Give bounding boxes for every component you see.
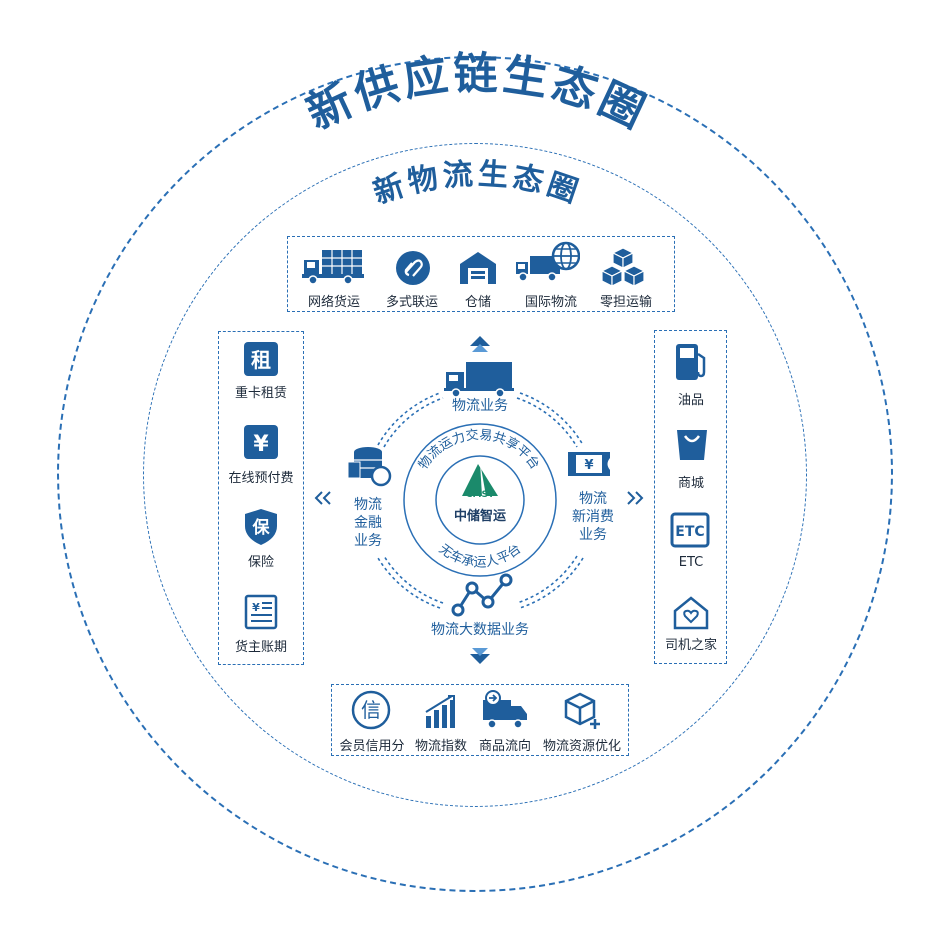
left-service-label: 货主账期 [234, 640, 288, 655]
cubes-icon [600, 247, 646, 287]
chevron-left-icon [314, 491, 331, 505]
core-label-left-2: 金融 [354, 515, 382, 531]
left-services-box [218, 331, 304, 665]
connector-arc [516, 397, 578, 448]
svg-text:ETC: ETC [675, 524, 704, 540]
core-label-top: 物流业务 [452, 398, 508, 414]
connector-arc [519, 557, 584, 609]
core-label-right-2: 新消费 [572, 509, 614, 525]
svg-text:租: 租 [251, 348, 271, 372]
svg-text:保: 保 [252, 517, 271, 538]
logo-text: 中储智运 [454, 508, 506, 524]
right-services-box [654, 330, 727, 664]
left-service-label: 保险 [247, 555, 275, 570]
chevron-right-icon [627, 491, 644, 505]
svg-text:¥: ¥ [253, 432, 269, 457]
logo-ring [435, 455, 525, 545]
fuel-pump-icon [676, 344, 706, 380]
bottom-service-label: 物流资源优化 [542, 739, 622, 754]
cube-plus-icon [564, 692, 600, 729]
shopping-bag-icon [677, 430, 707, 460]
top-service-label: 仓储 [464, 295, 492, 310]
network-graph-icon [451, 573, 513, 617]
coupon-icon: ¥ [568, 452, 610, 476]
connector-arc [383, 555, 444, 604]
right-service-label: 油品 [677, 393, 705, 408]
bottom-services-box [331, 684, 629, 756]
rent-icon: 租 [244, 342, 278, 376]
chevron-up-icon [470, 336, 490, 352]
core-label-right-3: 业务 [579, 527, 607, 543]
bill-icon: ¥ [244, 594, 278, 630]
etc-icon: ETC [670, 512, 710, 548]
home-heart-icon [673, 596, 709, 630]
svg-text:¥: ¥ [584, 458, 593, 473]
bottom-service-label: 物流指数 [414, 739, 468, 754]
top-service-label: 网络货运 [307, 295, 361, 310]
top-service-label: 零担运输 [599, 295, 653, 310]
connector-arc [377, 392, 441, 446]
bar-chart-icon [425, 695, 455, 728]
core-label-right-1: 物流 [579, 491, 607, 507]
yen-icon: ¥ [244, 425, 278, 459]
link-circle-icon [396, 251, 430, 285]
truck-icon [444, 362, 514, 398]
coins-icon [347, 447, 392, 487]
truck-grid-icon [302, 250, 364, 285]
connector-arc [516, 555, 578, 604]
core-label-left-3: 业务 [354, 533, 382, 549]
credit-icon: 信 [351, 690, 391, 730]
truck-globe-icon [516, 241, 580, 282]
bottom-service-label: 商品流向 [478, 739, 532, 754]
bottom-service-label: 会员信用分 [339, 739, 405, 754]
outer-ring [57, 56, 893, 892]
top-services-box [287, 236, 675, 312]
core-label-bottom: 物流大数据业务 [431, 622, 529, 638]
left-service-label: 在线预付费 [228, 471, 294, 486]
connector-arc [377, 557, 441, 609]
right-service-label: 司机之家 [664, 638, 718, 653]
shield-icon: 保 [245, 509, 277, 545]
svg-text:¥: ¥ [252, 601, 260, 614]
cmst-logo-icon: CMST [462, 462, 498, 500]
top-service-label: 多式联运 [385, 295, 439, 310]
right-service-label: 商城 [677, 476, 705, 491]
right-service-label: ETC [678, 555, 704, 570]
top-service-label: 国际物流 [524, 295, 578, 310]
truck-arrow-icon [483, 690, 527, 729]
core-label-left-1: 物流 [354, 497, 382, 513]
warehouse-icon [460, 252, 496, 284]
inner-ring [143, 143, 807, 807]
svg-text:CMST: CMST [466, 490, 495, 500]
svg-text:信: 信 [361, 698, 381, 722]
chevron-down-icon [470, 648, 490, 664]
connector-arc [519, 392, 584, 446]
connector-arc [383, 397, 444, 448]
left-service-label: 重卡租赁 [234, 386, 288, 401]
